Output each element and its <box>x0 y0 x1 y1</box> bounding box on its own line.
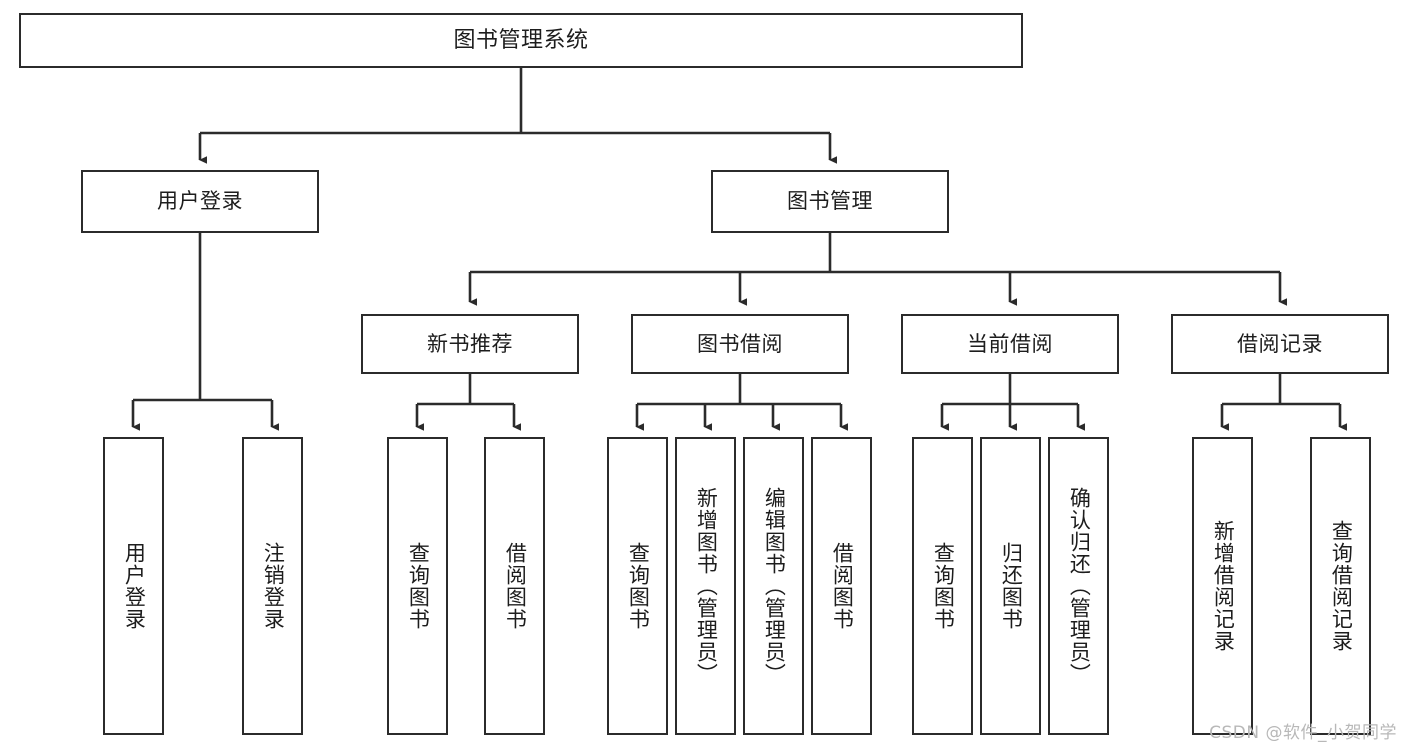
node-label: 图书管理 <box>787 189 873 214</box>
node-label: 图书管理系统 <box>453 27 589 53</box>
node-label: 用户登录 <box>122 542 147 630</box>
node-label: 注销登录 <box>261 542 286 630</box>
leaf-add-book-admin[interactable]: 新增图书（管理员） <box>675 437 736 735</box>
node-book-borrow[interactable]: 图书借阅 <box>631 314 849 374</box>
leaf-add-borrow-record[interactable]: 新增借阅记录 <box>1192 437 1253 735</box>
leaf-query-book-current[interactable]: 查询图书 <box>912 437 973 735</box>
node-label: 查询图书 <box>931 542 956 630</box>
node-label: 新增借阅记录 <box>1211 520 1236 652</box>
leaf-edit-book-admin[interactable]: 编辑图书（管理员） <box>743 437 804 735</box>
leaf-query-book-recommend[interactable]: 查询图书 <box>387 437 448 735</box>
node-current-borrow[interactable]: 当前借阅 <box>901 314 1119 374</box>
leaf-return-book[interactable]: 归还图书 <box>980 437 1041 735</box>
leaf-logout[interactable]: 注销登录 <box>242 437 303 735</box>
leaf-query-borrow-record[interactable]: 查询借阅记录 <box>1310 437 1371 735</box>
node-label: 新书推荐 <box>427 331 513 356</box>
node-label: 查询图书 <box>626 542 651 630</box>
node-label: 借阅记录 <box>1237 331 1323 356</box>
leaf-borrow-book[interactable]: 借阅图书 <box>811 437 872 735</box>
node-label: 图书借阅 <box>697 331 783 356</box>
node-label: 编辑图书（管理员） <box>762 487 787 685</box>
node-label: 确认归还（管理员） <box>1067 487 1092 685</box>
leaf-borrow-book-recommend[interactable]: 借阅图书 <box>484 437 545 735</box>
node-root-system[interactable]: 图书管理系统 <box>19 13 1023 68</box>
node-label: 查询借阅记录 <box>1329 520 1354 652</box>
node-label: 借阅图书 <box>503 542 528 630</box>
node-label: 归还图书 <box>999 542 1024 630</box>
leaf-user-login[interactable]: 用户登录 <box>103 437 164 735</box>
node-label: 用户登录 <box>157 189 243 214</box>
leaf-confirm-return-admin[interactable]: 确认归还（管理员） <box>1048 437 1109 735</box>
node-label: 当前借阅 <box>967 331 1053 356</box>
node-new-book-recommend[interactable]: 新书推荐 <box>361 314 579 374</box>
csdn-watermark: CSDN @软件_小贺同学 <box>1209 723 1397 743</box>
node-book-management[interactable]: 图书管理 <box>711 170 949 233</box>
node-borrow-record[interactable]: 借阅记录 <box>1171 314 1389 374</box>
leaf-query-book-borrow[interactable]: 查询图书 <box>607 437 668 735</box>
node-label: 借阅图书 <box>830 542 855 630</box>
node-label: 新增图书（管理员） <box>694 487 719 685</box>
node-user-login[interactable]: 用户登录 <box>81 170 319 233</box>
node-label: 查询图书 <box>406 542 431 630</box>
